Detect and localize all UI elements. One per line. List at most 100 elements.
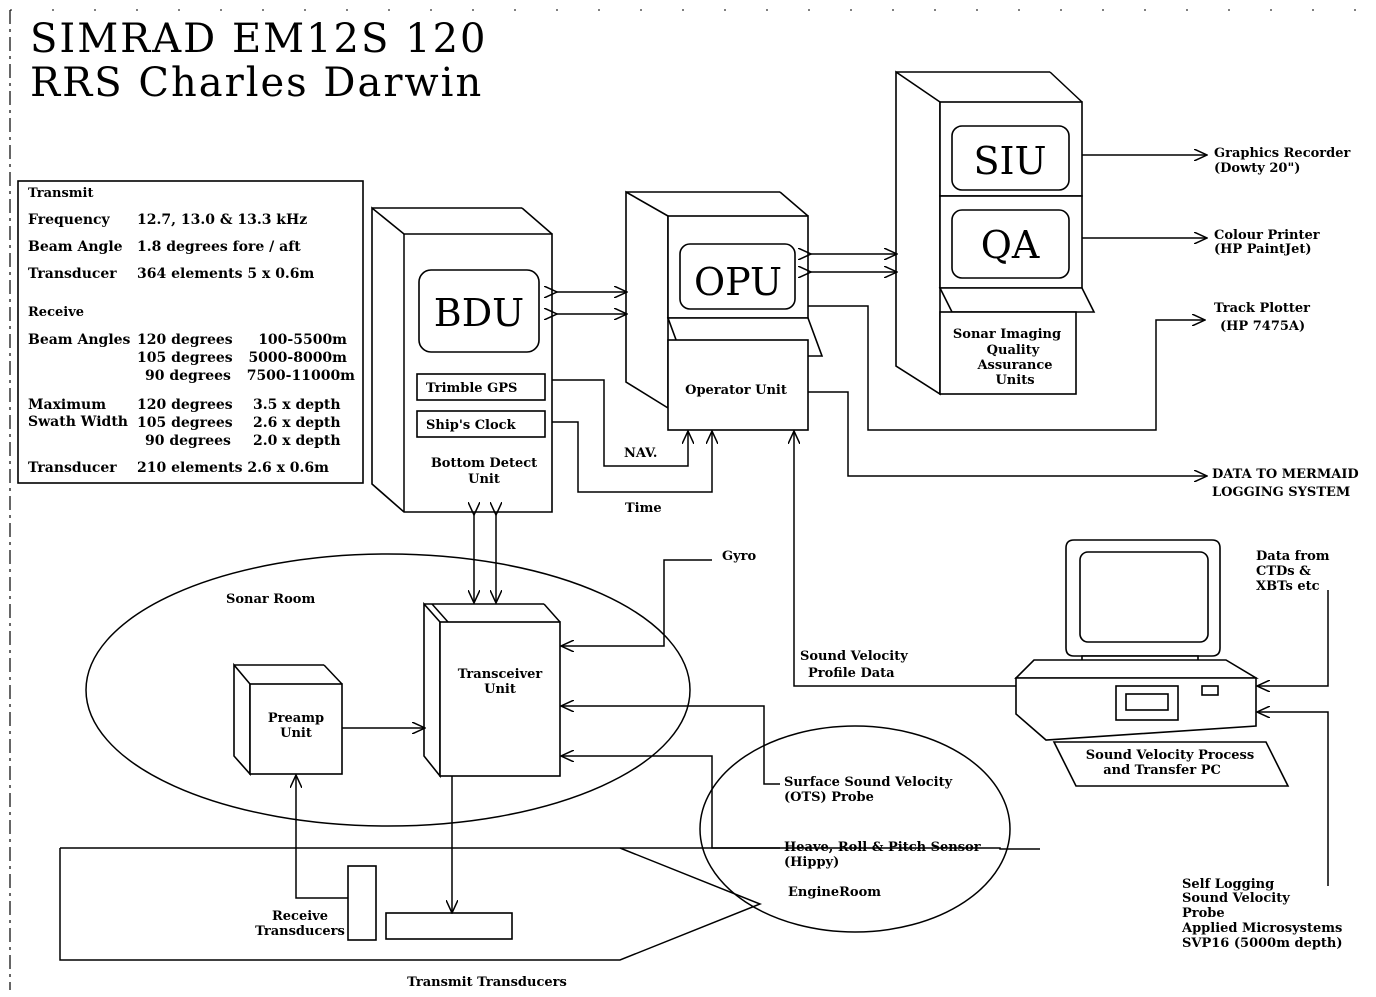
opu-label: Operator Unit [685,383,787,398]
beam-angle-2: 105 degrees [137,350,233,366]
preamp-label-1: Preamp [268,711,324,726]
beam-range-2: 5000-8000m [248,350,347,366]
bdu-screen [418,269,540,353]
heave-label-2: (Hippy) [784,855,839,870]
transmit-transducers-label: Transmit Transducers [407,975,567,990]
sonar-room-ellipse [85,553,691,827]
spec-frequency-value: 12.7, 13.0 & 13.3 kHz [137,212,307,228]
spec-receive-transducer-label: Transducer [28,460,117,476]
siu-screen-label: SIU [973,139,1046,183]
spec-beam-angles-label: Beam Angles [28,332,131,348]
surface-sv-label-2: (OTS) Probe [784,790,874,805]
beam-range-1: 100-5500m [258,332,347,348]
qa-screen [951,209,1070,279]
sonar-imaging-label-4: Units [995,373,1034,388]
sonar-imaging-label-1: Sonar Imaging [953,327,1061,342]
pc-label-1: Sound Velocity Process [1086,748,1254,763]
bdu-label-2: Unit [468,472,500,487]
sv-profile-label-2: Profile Data [808,666,895,681]
beam-range-3: 7500-11000m [247,368,355,384]
colour-printer-label-1: Colour Printer [1214,228,1320,243]
self-logging-label-2: Sound Velocity [1182,891,1290,906]
surface-sv-label-1: Surface Sound Velocity [784,775,953,790]
data-from-label-1: Data from [1256,549,1330,564]
opu-cabinet: OPU Operator Unit [625,190,824,431]
opu-base [667,339,809,431]
specs-box [17,180,364,484]
sonar-room-label: Sonar Room [226,592,315,607]
preamp-label-2: Unit [280,726,312,741]
spec-receive-transducer-value: 210 elements 2.6 x 0.6m [137,460,329,476]
ship-hull-outline [59,847,763,961]
time-line [552,421,712,493]
pc-screen [1079,551,1209,643]
swath-label-2: Swath Width [28,414,128,430]
self-logging-line [1258,712,1329,886]
self-logging-label-3: Probe [1182,906,1225,921]
receive-heading: Receive [28,305,84,320]
gyro-label: Gyro [722,549,757,564]
transceiver-label-2: Unit [484,682,516,697]
title-line-2: RRS Charles Darwin [30,60,483,106]
receive-preamp-line [296,776,348,899]
transceiver-unit: Transceiver Unit [423,601,561,779]
swath-width-1: 3.5 x depth [253,397,341,413]
bdu-label-1: Bottom Detect [431,456,537,471]
spec-beam-angle-value: 1.8 degrees fore / aft [137,239,301,255]
surface-sv-line [562,706,780,785]
spec-beam-angle-label: Beam Angle [28,239,123,255]
preamp-unit: Preamp Unit [233,662,343,777]
pc-button [1201,685,1219,696]
spec-frequency-label: Frequency [28,212,111,228]
swath-angle-1: 120 degrees [137,397,233,413]
bdu-screen-label: BDU [434,291,524,335]
swath-label-1: Maximum [28,397,106,413]
opu-screen [679,243,796,310]
ship-hull [60,847,1040,850]
bdu-cabinet: BDU Trimble GPS Ship's Clock Bottom Dete… [371,206,553,513]
spec-transducer-value: 364 elements 5 x 0.6m [137,266,315,282]
swath-angle-3: 90 degrees [145,433,231,449]
beam-angle-3: 90 degrees [145,368,231,384]
sv-process-pc: Sound Velocity Process and Transfer PC [1014,539,1290,787]
heave-line [562,756,780,849]
graphics-recorder-label-1: Graphics Recorder [1214,146,1350,161]
opu-screen-label: OPU [694,260,782,304]
receive-transducers-label-2: Transducers [255,924,345,939]
time-label: Time [625,501,662,516]
swath-width-3: 2.0 x depth [253,433,341,449]
swath-angle-2: 105 degrees [137,415,233,431]
trimble-gps-box [416,373,546,401]
engine-room-label: EngineRoom [788,885,881,900]
nav-line [552,379,688,467]
siu-screen [951,125,1070,191]
heave-label-1: Heave, Roll & Pitch Sensor [784,840,981,855]
self-logging-label-4: Applied Microsystems [1181,921,1342,936]
nav-label: NAV. [624,446,657,461]
qa-keyboard [938,287,1096,313]
ctd-data-line [1258,590,1329,686]
qa-screen-label: QA [981,223,1040,267]
sonar-imaging-label-3: Assurance [976,358,1052,373]
sonar-imaging-box [939,311,1077,395]
transmit-transducer-block [385,912,513,940]
receive-transducers-label-1: Receive [272,909,328,924]
beam-angle-1: 120 degrees [137,332,233,348]
track-plotter-label-1: Track Plotter [1214,301,1310,316]
ships-clock-label: Ship's Clock [426,418,517,433]
receive-transducer-block [347,865,377,941]
colour-printer-label-2: (HP PaintJet) [1214,242,1312,257]
pc-keyboard [1052,741,1290,787]
sv-profile-line [794,432,1016,687]
title-line-1: SIMRAD EM12S 120 [30,16,487,62]
transmit-heading: Transmit [28,186,93,201]
graphics-recorder-label-2: (Dowty 20") [1214,161,1300,176]
self-logging-label-5: SVP16 (5000m depth) [1182,936,1343,951]
spec-transducer-label: Transducer [28,266,117,282]
track-plotter-label-2: (HP 7475A) [1220,319,1305,334]
trimble-gps-label: Trimble GPS [426,381,517,396]
pc-label-2: and Transfer PC [1103,763,1221,778]
gyro-line [562,559,712,646]
pc-base-top [1014,659,1259,679]
data-from-label-3: XBTs etc [1256,579,1320,594]
